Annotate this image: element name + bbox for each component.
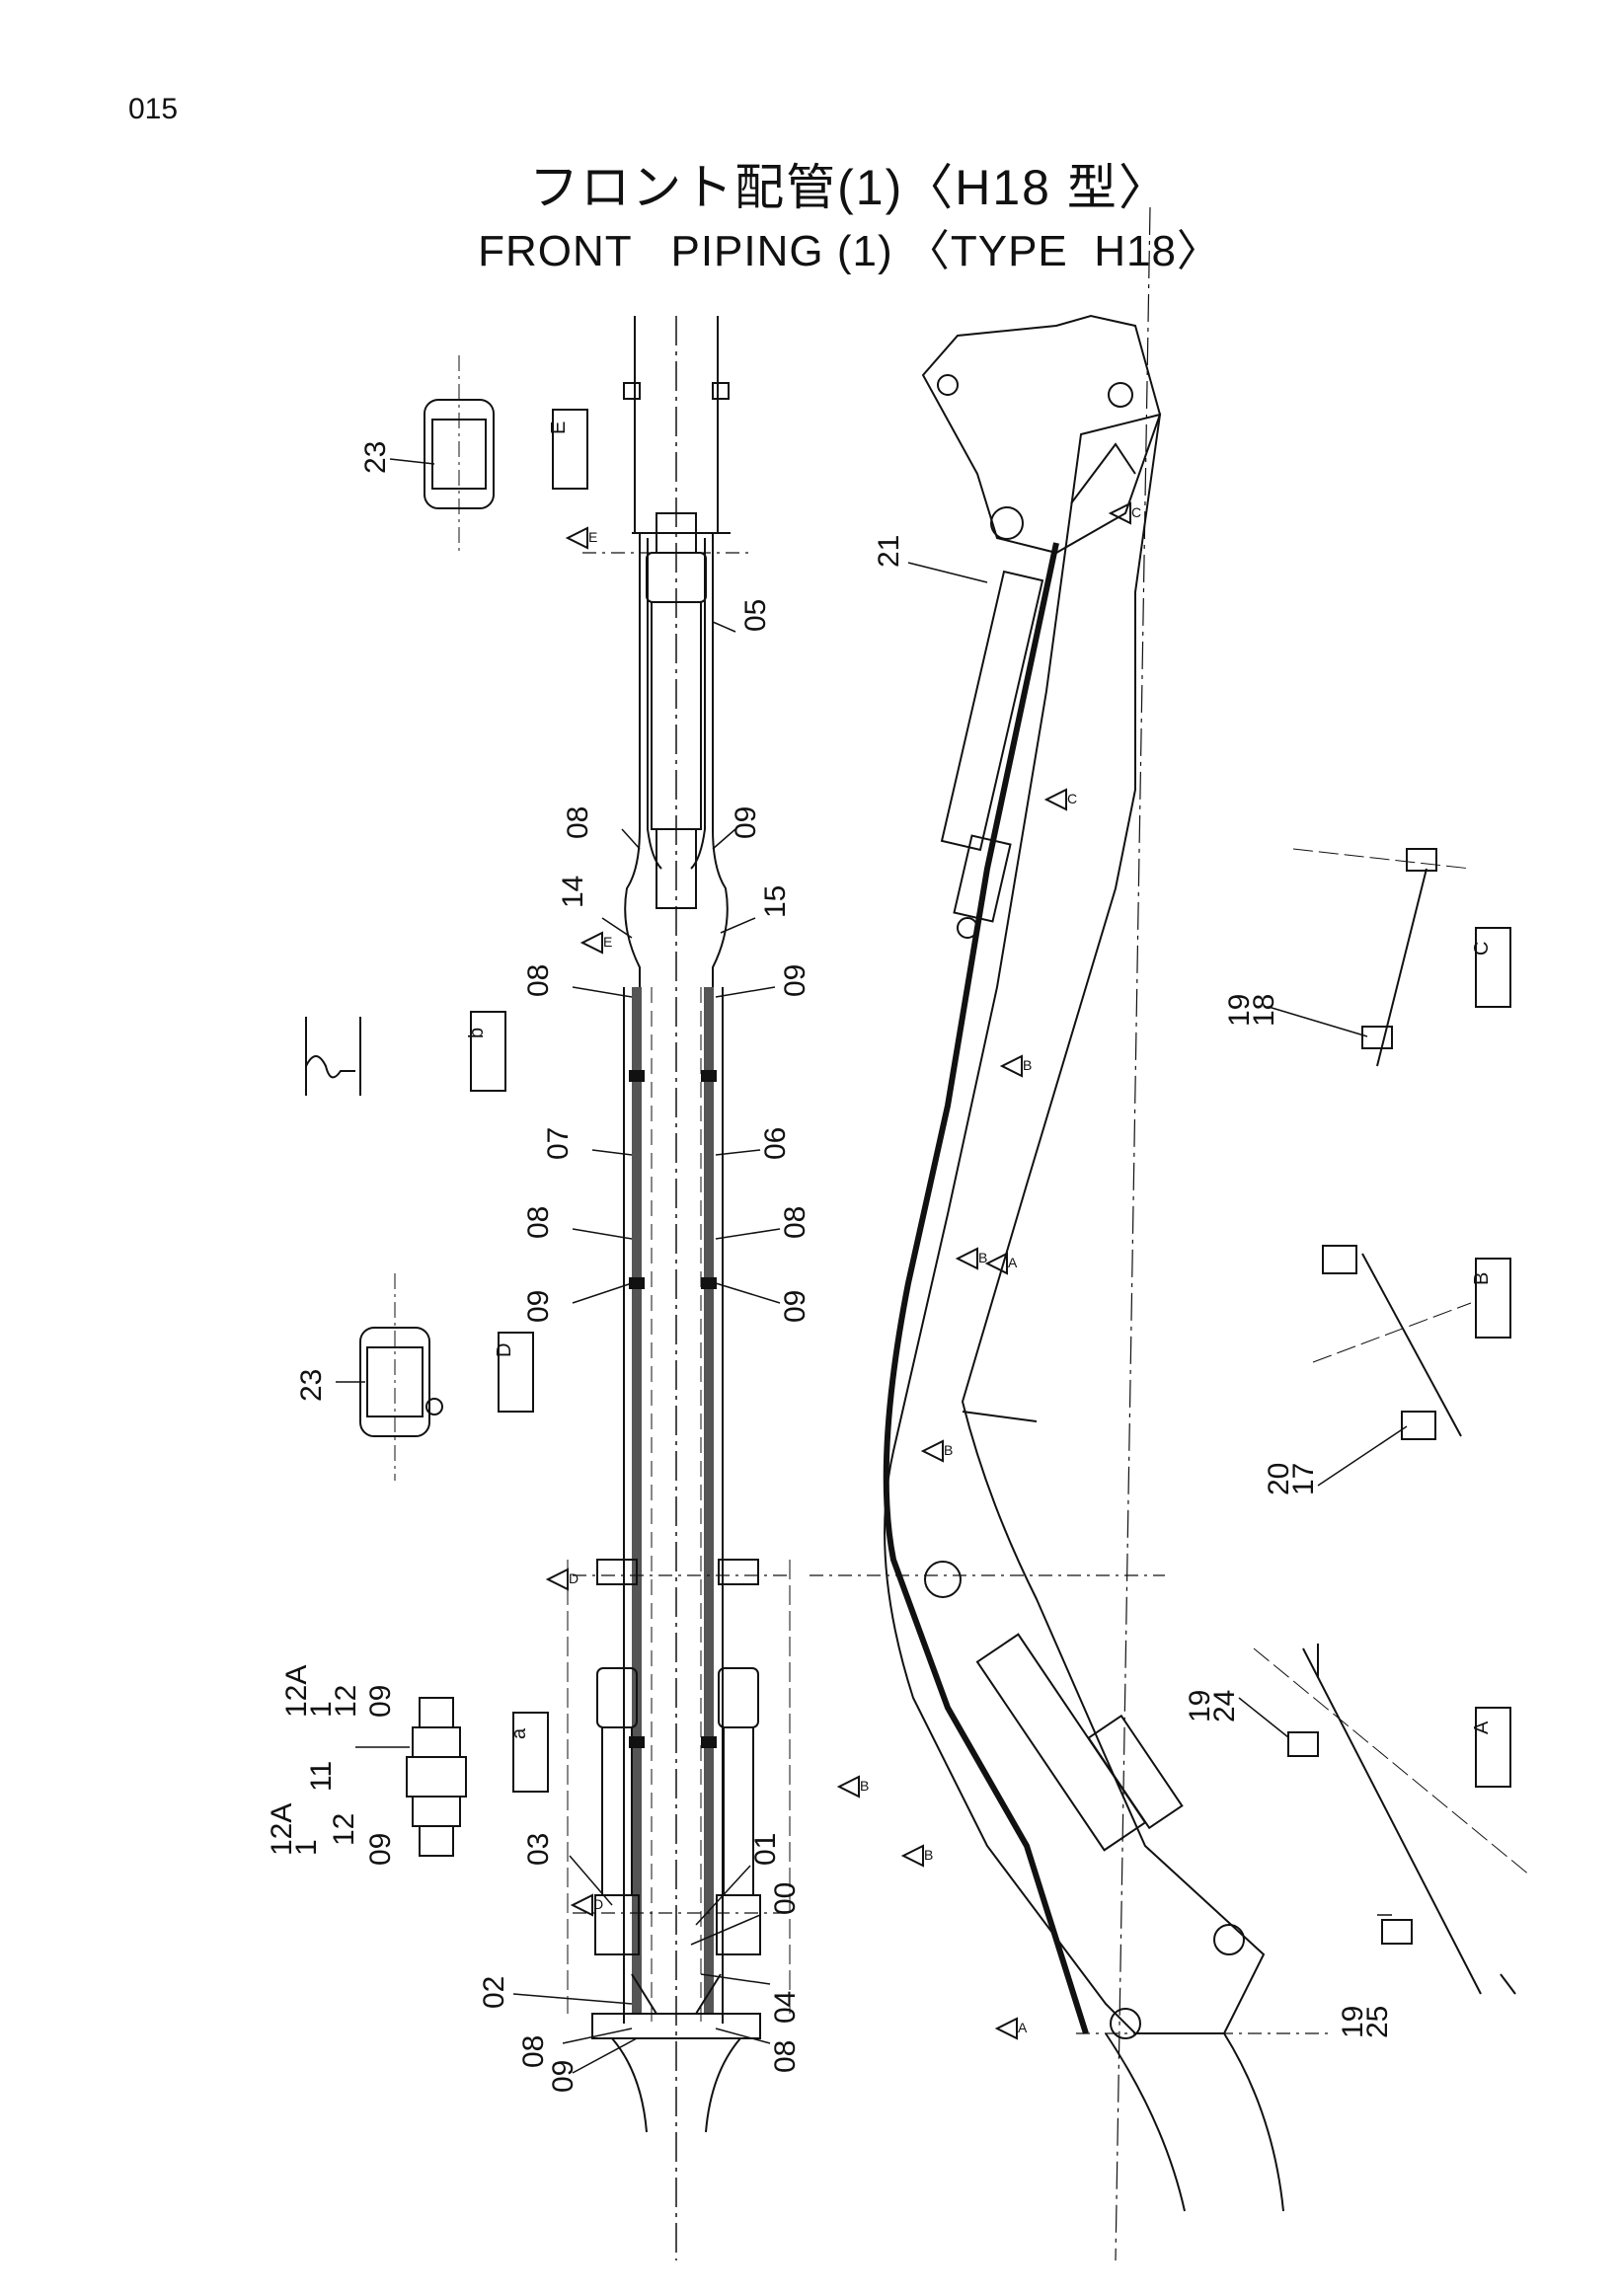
boom-side-view <box>810 206 1333 2261</box>
detail-a-tag: a <box>508 1727 530 1739</box>
boom-top-view <box>567 316 791 2260</box>
callout-08-f: 08 <box>769 2040 802 2073</box>
section-b-view <box>1312 1245 1472 1440</box>
callout-08-b: 08 <box>522 964 555 997</box>
callout-01: 01 <box>749 1833 782 1866</box>
callout-02: 02 <box>478 1976 510 2009</box>
arrow-e1: E <box>588 529 597 545</box>
callout-15: 15 <box>759 885 792 918</box>
arrow-a1: A <box>1018 2020 1028 2035</box>
callout-08-c: 08 <box>522 1206 555 1239</box>
callout-09-top: 09 <box>364 1685 397 1718</box>
callout-12-top: 12 <box>330 1685 362 1718</box>
arrow-c1: C <box>1131 504 1141 520</box>
section-d-tag: D <box>494 1343 515 1357</box>
callout-19-sec-c: 19 <box>1223 994 1256 1027</box>
callout-19-sec-a-top: 19 <box>1184 1690 1216 1722</box>
callout-09-b: 09 <box>779 964 811 997</box>
arrow-b3: B <box>944 1442 953 1458</box>
callout-1-bottom: 1 <box>290 1839 323 1856</box>
callout-08-a: 08 <box>562 806 594 839</box>
callout-20: 20 <box>1263 1463 1295 1495</box>
callout-09-a: 09 <box>730 806 762 839</box>
callout-23-top: 23 <box>359 441 392 474</box>
callout-09-d: 09 <box>779 1290 811 1323</box>
callout-08-d: 08 <box>779 1206 811 1239</box>
section-c-view <box>1292 848 1472 1067</box>
callout-09-bottom: 09 <box>364 1833 397 1866</box>
detail-b-view <box>305 1017 361 1096</box>
arrow-b5: B <box>924 1847 933 1863</box>
callout-12A-top: 12A <box>280 1665 313 1718</box>
detail-a-fitting <box>406 1697 467 1857</box>
arrow-b1: B <box>1023 1057 1032 1073</box>
callout-07: 07 <box>542 1127 575 1160</box>
section-e-view <box>424 355 495 553</box>
callout-1-top: 1 <box>305 1701 338 1718</box>
callout-03: 03 <box>522 1833 555 1866</box>
arrow-b2: B <box>978 1250 987 1265</box>
arrow-c2: C <box>1067 791 1077 806</box>
callout-06: 06 <box>759 1127 792 1160</box>
callout-09-c: 09 <box>522 1290 555 1323</box>
arrow-a2: A <box>1008 1255 1018 1270</box>
arrow-b4: B <box>860 1778 869 1794</box>
section-c-tag: C <box>1471 942 1493 956</box>
callout-17: 17 <box>1287 1463 1320 1495</box>
callout-12-bottom: 12 <box>328 1813 360 1846</box>
callout-24: 24 <box>1208 1690 1241 1722</box>
callout-18: 18 <box>1248 994 1280 1027</box>
section-e-tag: E <box>548 421 570 434</box>
callout-11: 11 <box>305 1761 338 1792</box>
callout-00: 00 <box>769 1882 802 1915</box>
callout-04: 04 <box>769 1991 802 2024</box>
callout-23-bottom: 23 <box>295 1369 328 1402</box>
arrow-d2: D <box>593 1896 603 1912</box>
callout-08-e: 08 <box>517 2035 550 2068</box>
long-hose-pair <box>623 987 724 2024</box>
callout-25: 25 <box>1361 2006 1394 2038</box>
callout-12A-bottom: 12A <box>266 1803 298 1856</box>
callout-09-e: 09 <box>547 2060 579 2093</box>
boom-cylinders <box>567 1559 791 2014</box>
callout-19-sec-a-bottom: 19 <box>1337 2006 1369 2038</box>
callout-05: 05 <box>739 599 772 632</box>
section-b-tag: B <box>1471 1272 1493 1285</box>
detail-b-tag: b <box>466 1028 488 1038</box>
section-d-view <box>359 1273 443 1481</box>
arrow-letters: E E D D C C B B B B B A A <box>569 504 1141 2035</box>
page-title-english: FRONT PIPING (1) 〈TYPE H18〉 <box>478 227 1221 275</box>
callout-numbers: 23 05 08 09 14 15 08 09 07 06 08 08 09 0… <box>266 441 1394 2093</box>
view-arrows <box>545 501 1131 2040</box>
arrow-d1: D <box>569 1570 579 1586</box>
callout-14: 14 <box>557 876 589 908</box>
callout-21: 21 <box>873 535 905 568</box>
page-title-japanese: フロント配管(1)〈H18 型〉 <box>529 160 1170 215</box>
section-a-view <box>1253 1644 1531 1995</box>
tag-boxes <box>470 409 1511 1793</box>
section-a-tag: A <box>1471 1721 1493 1734</box>
page-number: 015 <box>128 93 179 125</box>
tag-texts: E b D a C B A <box>466 421 1493 1739</box>
arrow-e2: E <box>603 934 612 950</box>
leader-lines <box>336 458 1408 2074</box>
